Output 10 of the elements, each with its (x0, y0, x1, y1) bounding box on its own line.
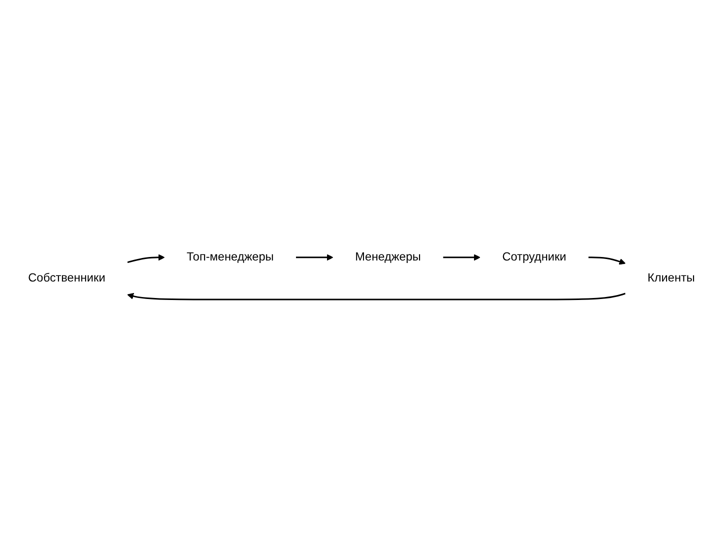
node-text: Топ-менеджеры (186, 250, 274, 264)
arrow (443, 254, 480, 261)
node-text: Собственники (28, 272, 106, 284)
arrow (127, 292, 626, 300)
node-text: Клиенты (648, 272, 695, 284)
arrow (296, 254, 334, 261)
node-text: Сотрудники (502, 250, 566, 264)
arrow (127, 254, 165, 264)
node-text: Менеджеры (355, 250, 421, 264)
arrow (588, 256, 626, 265)
